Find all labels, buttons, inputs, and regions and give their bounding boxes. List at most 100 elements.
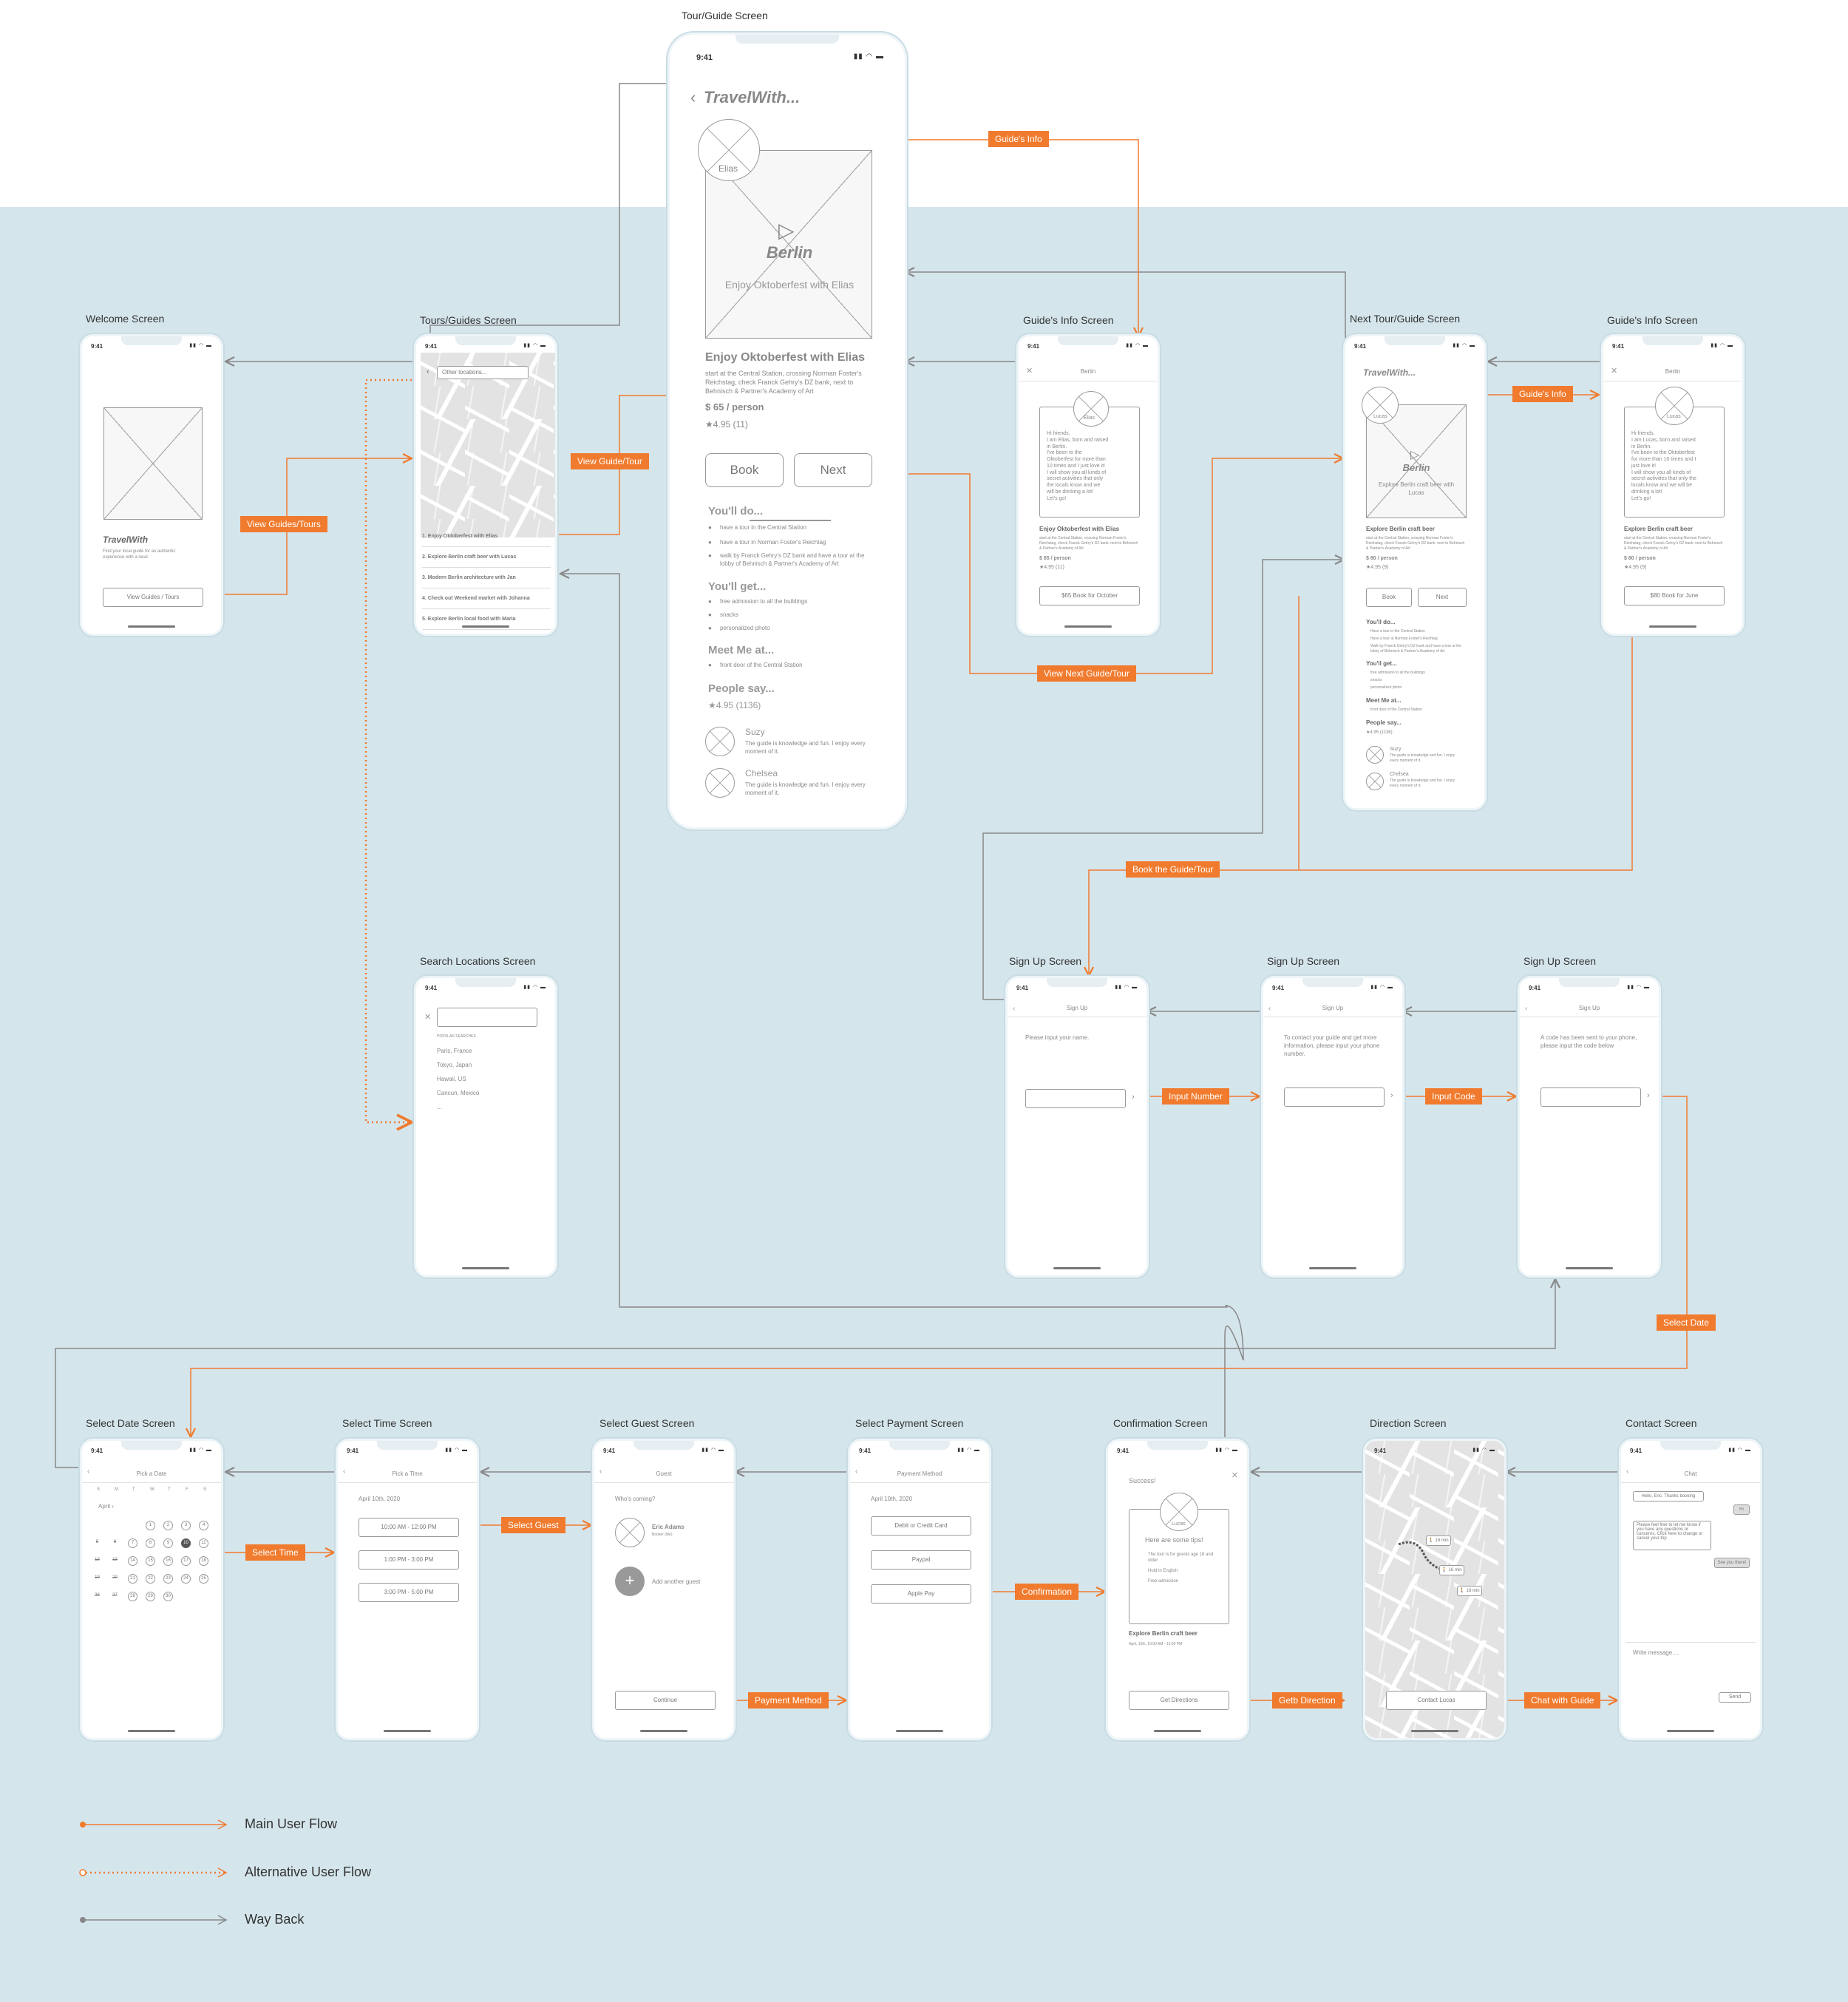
- calendar-day[interactable]: 8: [146, 1538, 155, 1548]
- book-button[interactable]: $65 Book for October: [1039, 586, 1140, 605]
- back-chevron-icon[interactable]: ‹: [599, 1467, 602, 1476]
- calendar-day[interactable]: 4: [199, 1521, 208, 1530]
- play-icon[interactable]: ▷: [1410, 449, 1420, 461]
- back-chevron-icon[interactable]: ‹: [427, 366, 429, 376]
- calendar-day[interactable]: 25: [199, 1574, 208, 1584]
- month-label[interactable]: April ›: [98, 1503, 114, 1510]
- map-view[interactable]: [421, 353, 555, 537]
- calendar-day[interactable]: 16: [163, 1556, 173, 1566]
- contact-guide-button[interactable]: Contact Lucas: [1386, 1691, 1487, 1710]
- tour-list-item[interactable]: 3. Modern Berlin architecture with Jan: [422, 569, 551, 588]
- get-directions-button[interactable]: Get Directions: [1129, 1691, 1229, 1710]
- legend-main-flow: Main User Flow: [245, 1816, 338, 1831]
- message-input[interactable]: Write message ...: [1633, 1649, 1679, 1656]
- code-input[interactable]: [1540, 1087, 1641, 1107]
- next-button[interactable]: Next: [1418, 588, 1467, 607]
- back-chevron-icon[interactable]: ‹: [343, 1467, 346, 1476]
- calendar-day[interactable]: 3: [181, 1521, 191, 1530]
- message-bubble[interactable]: Please feel free to let me know if you h…: [1633, 1521, 1711, 1550]
- time-slot[interactable]: 1:00 PM - 3:00 PM: [359, 1550, 459, 1570]
- back-chevron-icon[interactable]: ‹: [87, 1467, 90, 1476]
- calendar-day[interactable]: 2: [163, 1521, 173, 1530]
- calendar-day[interactable]: 21: [128, 1574, 137, 1584]
- back-chevron-icon[interactable]: ‹: [1525, 1005, 1528, 1013]
- send-button[interactable]: Send: [1719, 1692, 1751, 1703]
- tour-list-item[interactable]: 4. Check out Weekend market with Johanna: [422, 589, 551, 609]
- tour-list-item[interactable]: 5. Explore Berlin local food with Maria: [422, 610, 551, 630]
- time-slot[interactable]: 3:00 PM - 5:00 PM: [359, 1583, 459, 1602]
- phone-search: 9:41 ▮▮ ◠ ▬ ✕ POPULAR SEARCHES Paris, Fr…: [414, 976, 557, 1277]
- calendar-day[interactable]: 17: [181, 1556, 191, 1566]
- close-icon[interactable]: ✕: [1026, 367, 1033, 376]
- phone-notch: [376, 1441, 438, 1450]
- book-button[interactable]: $80 Book for June: [1624, 586, 1725, 605]
- calendar-day[interactable]: 11: [199, 1538, 208, 1548]
- search-suggestion[interactable]: Cancun, Mexico: [437, 1090, 480, 1096]
- calendar-day[interactable]: 26: [92, 1592, 102, 1601]
- signup-instruction: Please input your name.: [1025, 1034, 1090, 1041]
- tour-rating: ★4.95 (9): [1366, 565, 1389, 570]
- calendar-day[interactable]: 13: [110, 1556, 120, 1566]
- calendar-day[interactable]: 30: [163, 1592, 173, 1601]
- guide-avatar[interactable]: [1362, 387, 1399, 424]
- search-input[interactable]: [437, 1008, 537, 1027]
- phone-number-input[interactable]: [1284, 1087, 1385, 1107]
- search-suggestion[interactable]: Tokyo, Japan: [437, 1062, 472, 1068]
- calendar-day[interactable]: 7: [128, 1538, 137, 1548]
- back-chevron-icon[interactable]: ‹: [690, 88, 696, 106]
- add-guest-label[interactable]: Add another guest: [652, 1578, 701, 1585]
- status-time: 9:41: [347, 1448, 359, 1454]
- location-search-input[interactable]: Other locations...: [437, 366, 529, 379]
- submit-arrow-icon[interactable]: ›: [1132, 1093, 1135, 1102]
- close-icon[interactable]: ✕: [424, 1013, 432, 1022]
- back-chevron-icon[interactable]: ‹: [855, 1467, 858, 1476]
- calendar-day[interactable]: 27: [110, 1592, 120, 1601]
- calendar-day[interactable]: 22: [146, 1574, 155, 1584]
- view-guides-button[interactable]: View Guides / Tours: [103, 588, 203, 607]
- payment-option[interactable]: Apple Pay: [871, 1584, 971, 1604]
- calendar-day[interactable]: 14: [128, 1556, 137, 1566]
- message-bubble: Hello, Eric. Thanks booking: [1633, 1491, 1704, 1502]
- close-icon[interactable]: ✕: [1231, 1471, 1238, 1480]
- add-guest-icon[interactable]: +: [615, 1567, 645, 1596]
- calendar-day[interactable]: 10: [181, 1538, 191, 1548]
- back-chevron-icon[interactable]: ‹: [1626, 1467, 1629, 1476]
- continue-button[interactable]: Continue: [615, 1691, 716, 1710]
- time-slot[interactable]: 10:00 AM - 12:00 PM: [359, 1518, 459, 1537]
- book-button[interactable]: Book: [1366, 588, 1412, 607]
- calendar-day[interactable]: 28: [128, 1592, 137, 1601]
- payment-option[interactable]: Debit or Credit Card: [871, 1516, 971, 1536]
- back-chevron-icon[interactable]: ‹: [1013, 1005, 1016, 1013]
- next-button[interactable]: Next: [794, 453, 872, 487]
- calendar-day[interactable]: 9: [163, 1538, 173, 1548]
- calendar-day[interactable]: 6: [110, 1538, 120, 1548]
- calendar-day[interactable]: 29: [146, 1592, 155, 1601]
- tour-list-item[interactable]: 1. Enjoy Oktoberfest with Elias: [422, 527, 551, 547]
- guide-avatar[interactable]: [698, 119, 760, 181]
- back-chevron-icon[interactable]: ‹: [1268, 1005, 1271, 1013]
- tour-list-item[interactable]: 2. Explore Berlin craft beer with Lucas: [422, 548, 551, 568]
- message-divider: [1626, 1642, 1756, 1643]
- tour-video-placeholder[interactable]: [1366, 404, 1467, 518]
- book-button[interactable]: Book: [705, 453, 784, 487]
- play-icon[interactable]: ▷: [778, 219, 795, 242]
- flow-label-select-date: Select Date: [1657, 1314, 1716, 1331]
- search-suggestion[interactable]: Hawaii, US: [437, 1076, 466, 1082]
- calendar-day[interactable]: 19: [92, 1574, 102, 1584]
- search-suggestion[interactable]: Paris, France: [437, 1048, 472, 1054]
- calendar-day[interactable]: 5: [92, 1538, 102, 1548]
- tour-rating: ★4.95 (11): [1039, 565, 1064, 570]
- submit-arrow-icon[interactable]: ›: [1647, 1091, 1650, 1100]
- close-icon[interactable]: ✕: [1611, 367, 1618, 376]
- calendar-day[interactable]: 18: [199, 1556, 208, 1566]
- payment-option[interactable]: Paypal: [871, 1550, 971, 1570]
- calendar-day[interactable]: 20: [110, 1574, 120, 1584]
- calendar-day[interactable]: 23: [163, 1574, 173, 1584]
- calendar-day[interactable]: 15: [146, 1556, 155, 1566]
- calendar-day[interactable]: 24: [181, 1574, 191, 1584]
- submit-arrow-icon[interactable]: ›: [1390, 1091, 1393, 1100]
- name-input[interactable]: [1025, 1089, 1126, 1108]
- calendar-day[interactable]: 1: [146, 1521, 155, 1530]
- tour-video-placeholder[interactable]: [705, 150, 872, 339]
- calendar-day[interactable]: 12: [92, 1556, 102, 1566]
